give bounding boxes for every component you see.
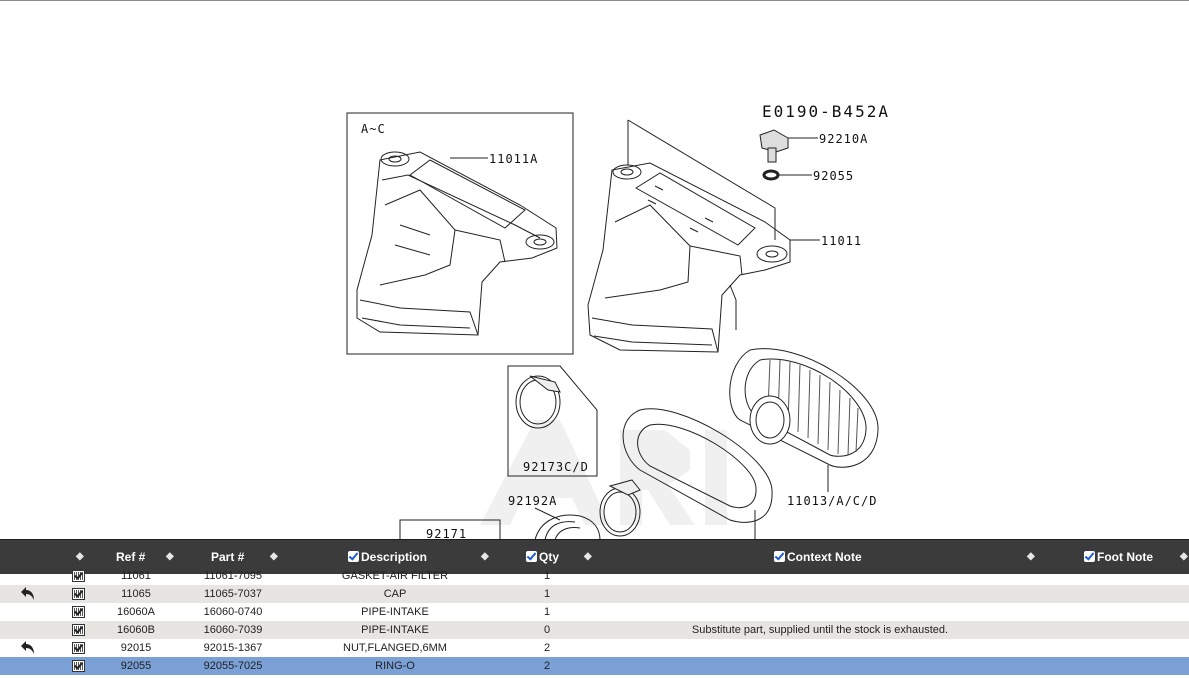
sort-icon-description[interactable]: ◆ [481,551,489,562]
air-filter-element [729,348,879,468]
cell-context-note [640,585,1000,603]
table-row[interactable]: 92015 92015-1367 NUT,FLANGED,6MM 2 [0,639,1189,657]
table-header: ◆ Ref # ◆ Part # ◆ Description ◆ Qty ◆ C… [0,539,1189,574]
cell-description: PIPE-INTAKE [361,606,429,618]
callout-11011[interactable]: 11011 [821,234,863,248]
parts-diagram: E0190-B452A A~C 11011A 92210A 92055 1101… [346,102,890,541]
inset-box [346,112,574,355]
row-select-checkbox[interactable] [72,606,85,618]
column-header-part[interactable]: Part # [211,550,245,564]
cell-ref: 92015 [120,642,152,654]
column-header-context-note: Context Note [787,550,862,564]
cell-ref: 16060A [117,606,155,618]
column-header-context-note-wrap[interactable]: Context Note [774,540,862,574]
cell-description: NUT,FLANGED,6MM [343,642,447,654]
callout-92192a[interactable]: 92192A [508,494,558,508]
top-border [0,0,1189,1]
cell-qty: 1 [543,588,551,600]
column-header-qty-wrap[interactable]: Qty [526,540,559,574]
label-box-92171 [399,519,501,540]
table-row[interactable]: 11065 11065-7037 CAP 1 [0,585,1189,603]
cell-context-note [640,657,1000,675]
housing-outline-lines [627,119,776,240]
column-header-qty: Qty [539,550,560,564]
row-select-checkbox[interactable] [72,642,85,654]
hose-clamp [515,375,561,429]
table-row[interactable]: 16060A 16060-0740 PIPE-INTAKE 1 [0,603,1189,621]
column-header-foot-note-wrap[interactable]: Foot Note [1084,540,1153,574]
column-header-description-wrap[interactable]: Description [348,540,427,574]
cell-part: 16060-0740 [203,606,263,618]
cell-part: 92055-7025 [203,660,263,672]
gasket-air-filter [622,408,773,523]
clamp-92192a [599,479,641,537]
cell-ref: 92055 [120,660,152,672]
cell-context-note [640,567,1000,585]
cell-description: RING-O [375,660,415,672]
sort-icon-select[interactable]: ◆ [76,551,84,562]
watermark-logo [480,420,727,525]
callout-92173[interactable]: 92173C/D [523,460,589,474]
cell-qty: 0 [543,624,551,636]
table-row[interactable]: 11061 11061-7095 GASKET-AIR FILTER 1 [0,567,1189,585]
cell-ref: 16060B [117,624,155,636]
cell-part: 16060-7039 [203,624,263,636]
leader-92192a [534,507,561,521]
clamp-inset-box [507,365,598,477]
sort-icon-foot-note[interactable]: ◆ [1180,551,1188,562]
inset-label: A~C [361,122,386,136]
callout-11011a[interactable]: 11011A [489,152,539,166]
cell-part: 92015-1367 [203,642,263,654]
description-column-checkbox[interactable] [348,551,359,562]
parts-table: ◆ Ref # ◆ Part # ◆ Description ◆ Qty ◆ C… [0,539,1189,678]
cell-context-note [640,639,1000,657]
cap-92210a [759,129,789,163]
cell-qty: 2 [543,660,551,672]
callout-11013[interactable]: 11013/A/C/D [787,494,878,508]
row-select-checkbox[interactable] [72,588,85,600]
intake-pipe [534,514,601,540]
table-row[interactable]: 16060B 16060-7039 PIPE-INTAKE 0 Substitu… [0,621,1189,639]
diagram-drawing [346,112,879,540]
foot-note-column-checkbox[interactable] [1084,551,1095,562]
cell-ref: 11061 [121,570,151,582]
column-header-foot-note: Foot Note [1097,550,1153,564]
cell-qty: 2 [543,642,551,654]
cell-description: CAP [383,588,407,600]
column-header-description: Description [361,550,428,564]
context-note-column-checkbox[interactable] [774,551,785,562]
o-ring-92055 [762,169,780,181]
cell-qty: 1 [543,606,551,618]
cell-description: PIPE-INTAKE [361,624,429,636]
callout-92055[interactable]: 92055 [813,169,855,183]
sort-icon-ref[interactable]: ◆ [166,551,174,562]
qty-column-checkbox[interactable] [526,551,537,562]
row-select-checkbox[interactable] [72,660,85,672]
cell-part: 11065-7037 [204,588,262,600]
sort-icon-context-note[interactable]: ◆ [1027,551,1035,562]
substitute-arrow-icon[interactable] [18,586,36,602]
air-cleaner-housing-inset [356,151,558,336]
sort-icon-qty[interactable]: ◆ [584,551,592,562]
callout-92210a[interactable]: 92210A [819,132,869,146]
cell-context-note: Substitute part, supplied until the stoc… [691,624,949,636]
column-header-ref[interactable]: Ref # [116,550,146,564]
row-select-checkbox[interactable] [72,624,85,636]
cell-ref: 11065 [121,588,151,600]
cell-context-note [640,603,1000,621]
cell-part: 11061-7095 [204,570,262,582]
substitute-arrow-icon[interactable] [18,640,36,656]
air-cleaner-housing [587,162,791,353]
callout-92171[interactable]: 92171 [426,527,468,541]
cell-qty: 1 [543,570,551,582]
cell-description: GASKET-AIR FILTER [341,570,449,582]
sort-icon-part[interactable]: ◆ [270,551,278,562]
row-select-checkbox[interactable] [72,570,85,582]
diagram-title: E0190-B452A [762,102,890,121]
table-row-selected[interactable]: 92055 92055-7025 RING-O 2 [0,657,1189,675]
